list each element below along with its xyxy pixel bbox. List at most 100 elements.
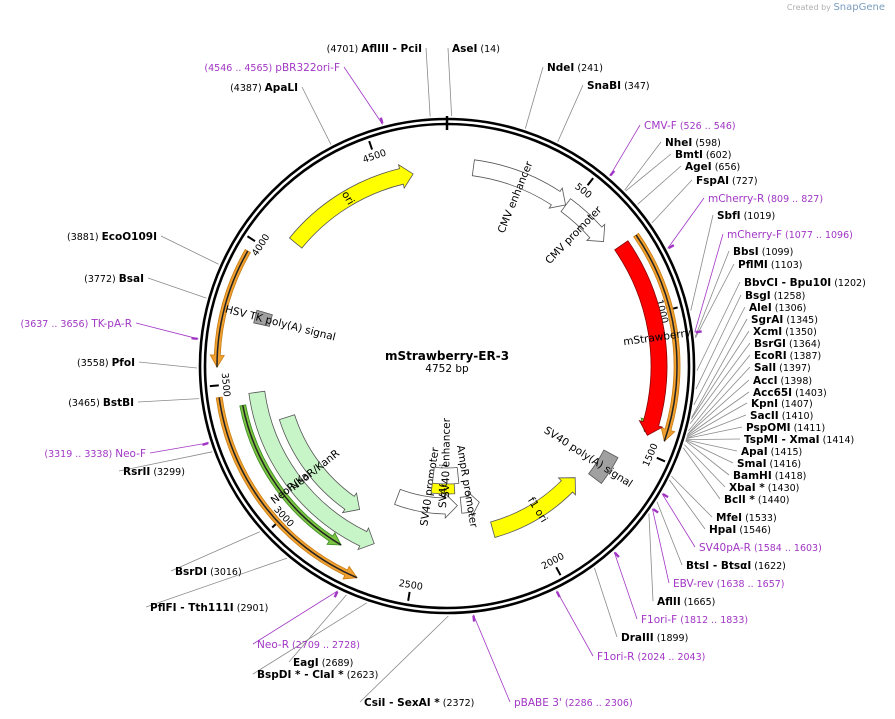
site-name: TK-pA-R (90, 318, 132, 330)
site-position: (2372) (440, 698, 475, 709)
site-position: (1414) (820, 435, 855, 446)
leader-line (669, 479, 706, 530)
site-name: PspOMI (746, 422, 791, 434)
site-label-pflmi: PflMI (1103) (738, 259, 802, 271)
site-name: F1ori-F (641, 614, 677, 626)
site-name-extra: - Bpu10I (778, 277, 831, 289)
tick-label: 2000 (540, 551, 567, 572)
site-name: PfoI (112, 357, 135, 369)
site-name: BsrGI (754, 338, 786, 350)
site-label-mfei: MfeI (1533) (716, 512, 777, 524)
plasmid-length: 4752 bp (425, 363, 469, 375)
site-label-kpni: KpnI (1407) (751, 398, 813, 410)
leader-line (691, 318, 748, 418)
site-label-bamhi: BamHI (1418) (733, 470, 806, 482)
site-name: Acc65I (753, 387, 792, 399)
site-name: Neo-R (257, 639, 289, 651)
site-name: HpaI (709, 524, 736, 536)
site-position: (347) (621, 81, 650, 92)
site-position: (602) (703, 150, 732, 161)
site-name: SV40pA-R (699, 542, 751, 554)
leader-line (694, 233, 724, 333)
site-position: (2689) (319, 658, 354, 669)
site-name-extra: - ClaI * (301, 669, 345, 681)
primer-binding-mark (613, 551, 620, 558)
site-label-sgrai: SgrAI (1345) (751, 314, 818, 326)
leader-line (118, 451, 213, 472)
site-label-acci: AccI (1398) (753, 375, 812, 387)
site-label-alei: AleI (1306) (749, 302, 806, 314)
site-position: (1345) (783, 315, 818, 326)
leader-line (425, 47, 431, 117)
leader-line (688, 354, 751, 432)
feature-mstrawberry (614, 240, 668, 436)
feature-sv40-poly-a-signal (588, 449, 619, 485)
site-position: (3637 .. 3656) (20, 319, 91, 330)
leader-line (301, 86, 332, 145)
site-label-pflfi: PflFI - Tth111I (2901) (150, 602, 268, 614)
leader-line (556, 590, 594, 657)
primer-binding-mark (191, 336, 198, 341)
site-position: (1398) (777, 376, 812, 387)
leader-line (343, 66, 383, 125)
primer-binding-mark (662, 493, 669, 499)
site-name: KpnI (751, 398, 778, 410)
site-position: (809 .. 827) (764, 194, 823, 205)
leader-line (252, 590, 338, 645)
site-position: (3016) (207, 567, 242, 578)
site-label-xbai: XbaI * (1430) (729, 482, 799, 494)
site-name: BsgI (745, 290, 771, 302)
primer-binding-mark (472, 615, 476, 622)
site-position: (1665) (681, 597, 716, 608)
site-label-bbsi: BbsI (1099) (733, 246, 793, 258)
leader-line (594, 567, 618, 638)
site-position: (1306) (772, 303, 807, 314)
site-label-bsrdi: BsrDI (3016) (175, 566, 242, 578)
site-position: (1350) (782, 327, 817, 338)
site-label-apai: ApaI (1415) (741, 446, 802, 458)
site-name: BclI * (724, 494, 755, 506)
leader-line (687, 379, 750, 435)
site-name-extra: - Tth111I (177, 602, 234, 614)
orf-arrow (633, 232, 681, 442)
site-position: (1387) (787, 351, 822, 362)
site-label-asei: AseI (14) (452, 43, 500, 55)
leader-line (689, 342, 751, 424)
site-name: BbsI (733, 246, 759, 258)
site-position: (1099) (759, 247, 794, 258)
leader-line (359, 615, 449, 703)
site-position: (1202) (831, 278, 866, 289)
site-label-sv40pa-r: SV40pA-R (1584 .. 1603) (699, 542, 822, 554)
site-label-tk-pa-r: (3637 .. 3656) TK-pA-R (20, 318, 132, 330)
leader-line (693, 306, 746, 406)
site-label-tspmi: TspMI - XmaI (1414) (744, 434, 854, 446)
primer-binding-mark (555, 591, 561, 598)
site-position: (3299) (150, 467, 185, 478)
leader-line (648, 513, 654, 602)
site-position: (1416) (767, 459, 802, 470)
leader-line (690, 214, 714, 311)
leader-line (288, 594, 347, 663)
site-label-neo-f: (3319 .. 3338) Neo-F (44, 448, 146, 460)
tick-mark-2500 (407, 591, 411, 601)
site-name: FspAI (696, 175, 729, 187)
site-label-smai: SmaI (1416) (737, 458, 801, 470)
site-name: Neo-F (115, 448, 146, 460)
site-label-pbr322ori-f: (4546 .. 4565) pBR322ori-F (204, 62, 340, 74)
site-position: (4387) (230, 83, 265, 94)
leader-line (613, 551, 638, 620)
site-label-fspai: FspAI (727) (696, 175, 758, 187)
leader-line (447, 47, 453, 117)
site-name: ApaLI (265, 82, 298, 94)
site-name: SmaI (737, 458, 767, 470)
leader-line (684, 444, 726, 488)
site-label-bsgi: BsgI (1258) (745, 290, 805, 302)
site-label-cmv-f: CMV-F (526 .. 546) (644, 120, 736, 132)
feature-neor-kanr (248, 390, 375, 551)
feature-f1-ori (490, 477, 576, 538)
site-label-bspdi: BspDI * - ClaI * (2623) (257, 669, 378, 681)
site-name: PflFI (150, 602, 177, 614)
leader-line (252, 602, 368, 675)
site-label-f1ori-r: F1ori-R (2024 .. 2043) (597, 651, 705, 663)
